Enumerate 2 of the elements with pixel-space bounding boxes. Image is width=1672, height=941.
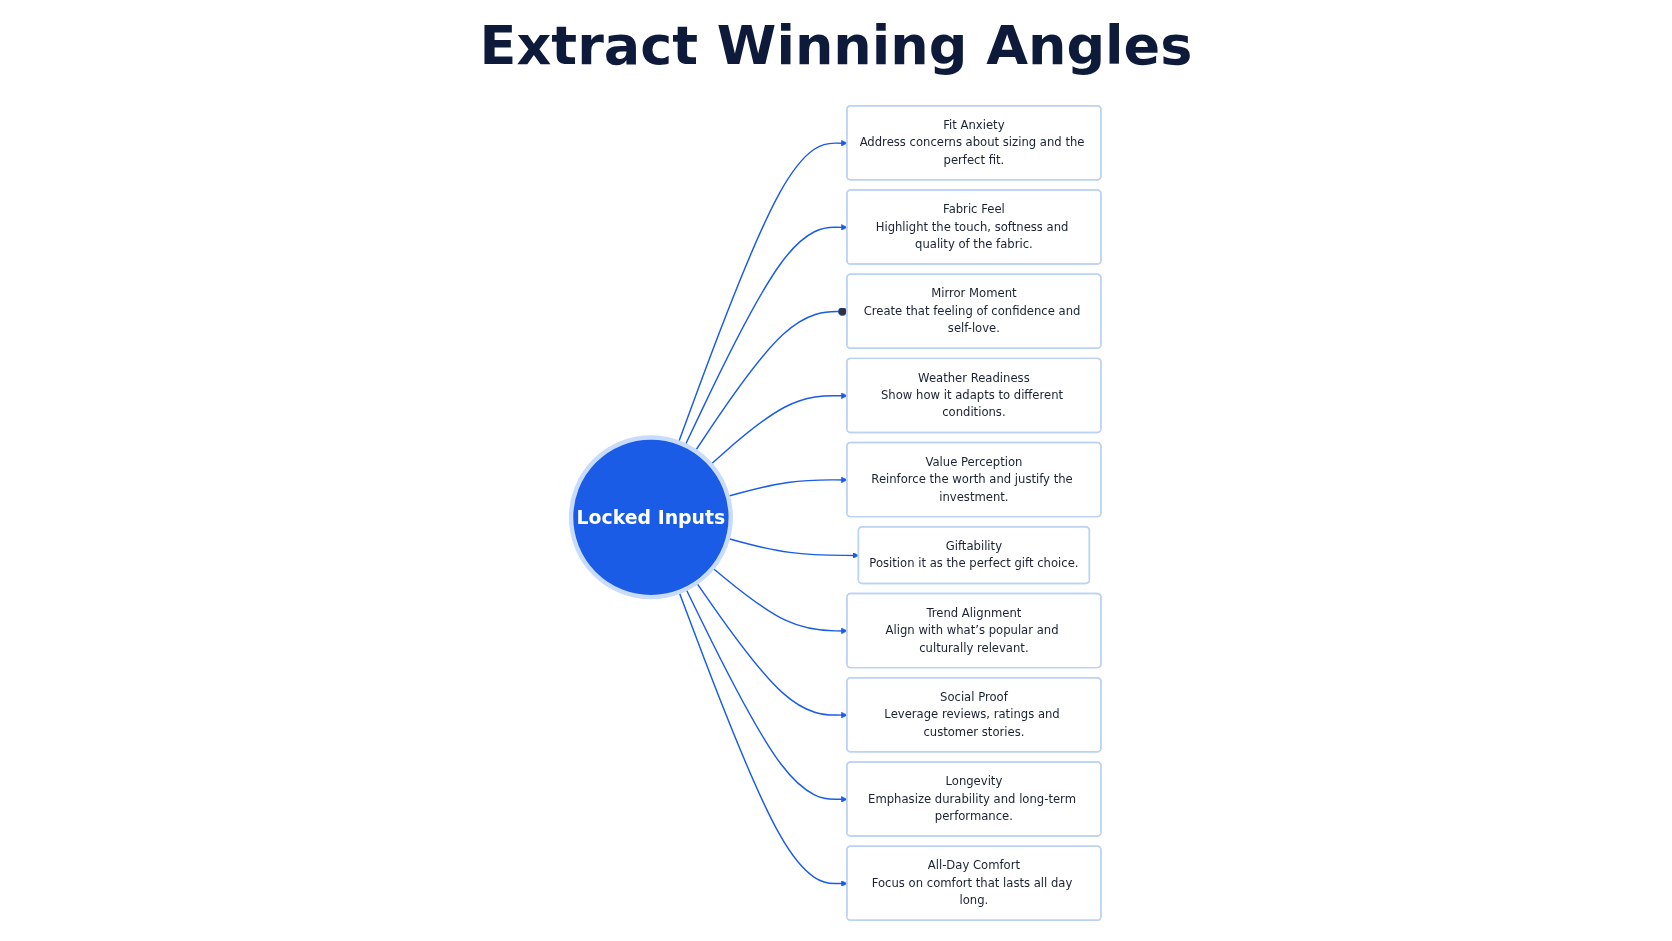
node-circle: Locked Inputs bbox=[568, 435, 733, 600]
title: Extract Winning Angles bbox=[478, 14, 1194, 77]
